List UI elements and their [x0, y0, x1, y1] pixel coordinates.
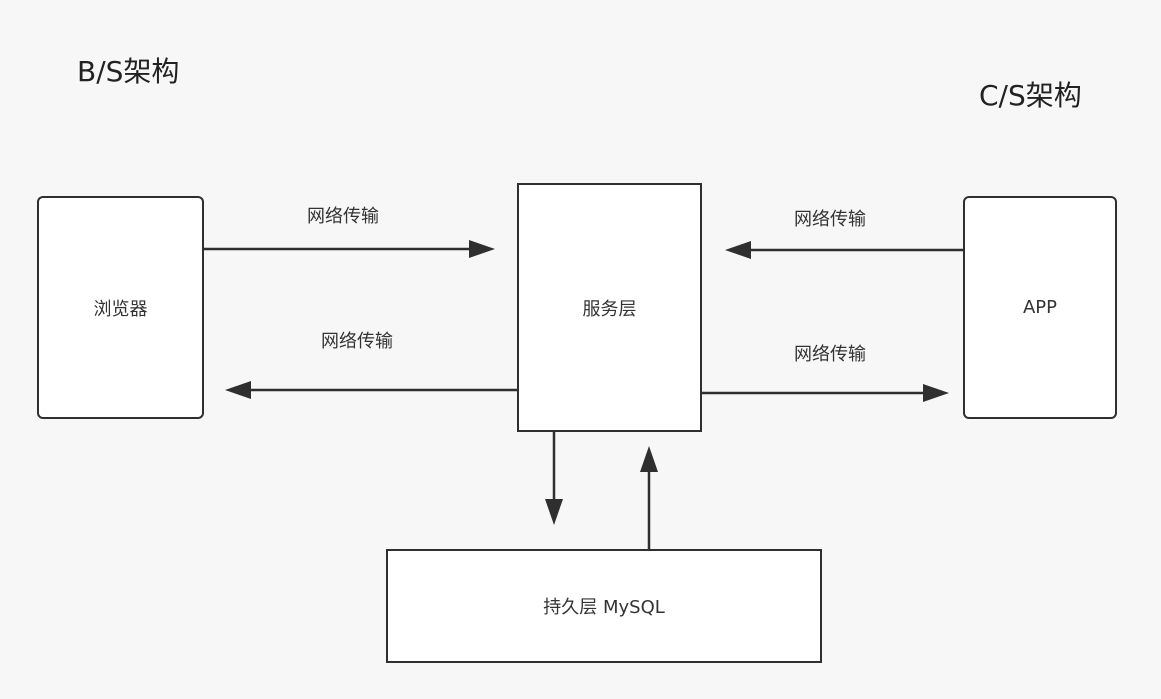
app-node-label: APP: [1022, 297, 1058, 318]
service-layer-node: 服务层: [517, 183, 702, 432]
persistence-to-service-arrowhead: [640, 446, 658, 472]
browser-to-service-arrowhead: [469, 240, 495, 258]
browser-to-service-label: 网络传输: [307, 206, 379, 227]
browser-node-label: 浏览器: [93, 298, 148, 320]
service-to-persistence-arrowhead: [545, 499, 563, 525]
app-to-service-arrowhead: [725, 241, 751, 259]
cs-architecture-heading: C/S架构: [979, 79, 1082, 112]
service-to-app-arrowhead: [923, 384, 949, 402]
service-layer-label: 服务层: [582, 298, 637, 320]
persistence-layer-node: 持久层 MySQL: [386, 549, 822, 663]
persistence-layer-label: 持久层 MySQL: [543, 597, 665, 618]
service-to-app-label: 网络传输: [794, 344, 866, 365]
service-to-browser-label: 网络传输: [321, 331, 393, 352]
app-to-service-label: 网络传输: [794, 209, 866, 230]
browser-node: 浏览器: [37, 196, 204, 419]
app-node: APP: [963, 196, 1117, 419]
bs-architecture-heading: B/S架构: [77, 55, 180, 88]
service-to-browser-arrowhead: [225, 381, 251, 399]
